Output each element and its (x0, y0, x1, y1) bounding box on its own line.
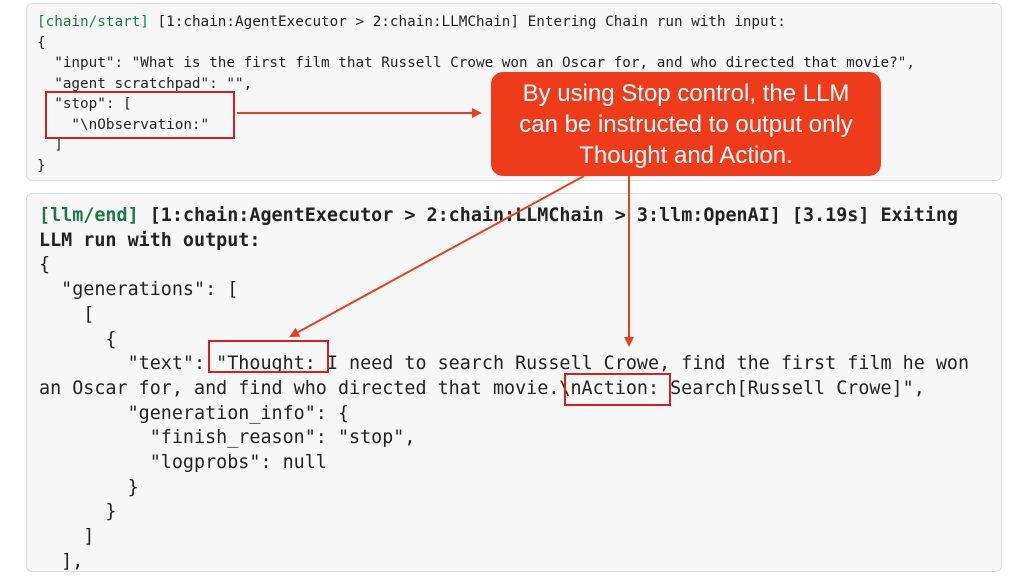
log-line: "text": "Thought: I need to search Russe… (39, 353, 970, 375)
log-line: "agent_scratchpad": "", (37, 75, 253, 92)
log-line: "stop": [ (37, 96, 132, 112)
log-tag: [llm/end] (39, 205, 139, 226)
log-line: "generations": [ (39, 279, 239, 301)
log-line: { (39, 328, 117, 350)
log-header-text: [1:chain:AgentExecutor > 2:chain:LLMChai… (148, 14, 786, 30)
callout-line: Thought and Action. (579, 141, 793, 169)
log-line: { (39, 254, 51, 276)
log-line: "finish_reason": "stop", (39, 427, 416, 449)
log-line: ] (37, 137, 63, 153)
log-header-line: [llm/end] [1:chain:AgentExecutor > 2:cha… (39, 204, 969, 229)
thought-arrow (289, 175, 585, 337)
chain-start-log-text: [chain/start] [1:chain:AgentExecutor > 2… (37, 12, 915, 176)
stop-highlight-box (45, 91, 235, 139)
log-line: ] (39, 526, 95, 548)
callout-line: can be instructed to output only (519, 110, 853, 138)
log-header-line: [chain/start] [1:chain:AgentExecutor > 2… (37, 12, 915, 33)
log-line: [ (39, 303, 95, 325)
callout-line: By using Stop control, the LLM (522, 79, 850, 107)
llm-end-log-text: [llm/end] [1:chain:AgentExecutor > 2:cha… (39, 204, 970, 572)
log-line: "logprobs": null (39, 452, 327, 474)
log-header-line-2: LLM run with output: (39, 229, 261, 251)
log-line: ], (39, 550, 84, 572)
log-line: } (39, 501, 117, 523)
log-line: { (37, 34, 46, 51)
stop-control-callout: By using Stop control, the LLM can be in… (491, 72, 881, 176)
log-line: "\nObservation:" (37, 116, 210, 133)
log-line: an Oscar for, and find who directed that… (39, 377, 925, 399)
log-line: "input": "What is the first film that Ru… (37, 55, 915, 71)
log-header-text: [1:chain:AgentExecutor > 2:chain:LLMChai… (138, 205, 958, 226)
log-line: } (39, 476, 139, 498)
llm-end-log-panel: [llm/end] [1:chain:AgentExecutor > 2:cha… (26, 193, 1002, 572)
log-line: } (37, 157, 46, 174)
log-tag: [chain/start] (37, 14, 149, 30)
thought-highlight-box (208, 340, 329, 373)
action-highlight-box (564, 373, 671, 406)
log-line: "generation_info": { (39, 402, 350, 424)
